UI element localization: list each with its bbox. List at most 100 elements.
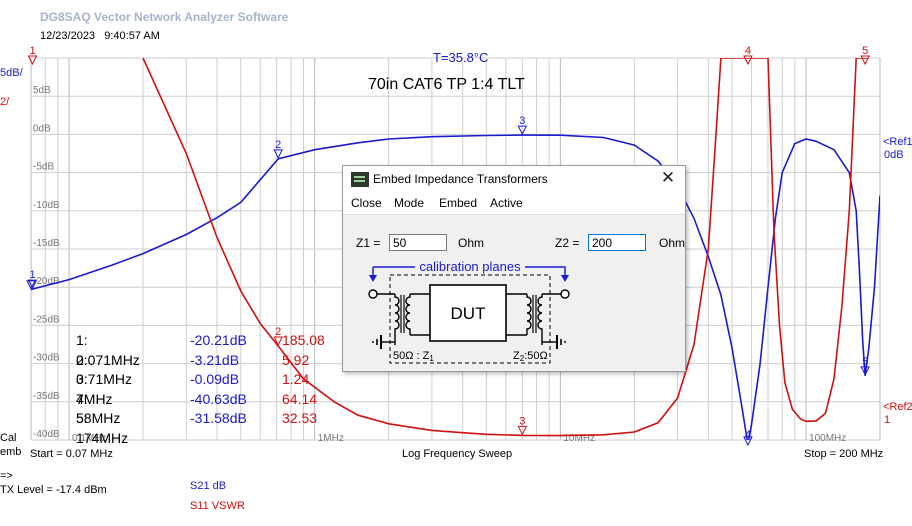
menu-active[interactable]: Active bbox=[490, 196, 523, 210]
time-text: 9:40:57 AM bbox=[104, 30, 160, 42]
marker-frequency: 2: 0.71MHz bbox=[76, 351, 133, 388]
y-tick-label: 0dB bbox=[33, 123, 51, 134]
right-port-icon bbox=[560, 289, 570, 299]
s21-marker-icon bbox=[860, 366, 870, 376]
menu-embed[interactable]: Embed bbox=[439, 196, 478, 210]
s11-marker-icon bbox=[517, 425, 528, 436]
cal-label: Cal bbox=[0, 432, 17, 444]
s11-marker-icon bbox=[27, 55, 38, 66]
calibration-box bbox=[389, 274, 551, 364]
legend-s11: S11 VSWR bbox=[190, 500, 245, 512]
date-text: 12/23/2023 bbox=[40, 30, 96, 42]
right-secondary-coil bbox=[537, 294, 543, 335]
dialog-menubar: Close Mode Embed Active bbox=[343, 192, 685, 215]
s11-marker-icon bbox=[273, 336, 283, 347]
s21-marker-icon bbox=[273, 149, 283, 159]
y-tick-label: -15dB bbox=[33, 238, 60, 249]
close-icon[interactable]: ✕ bbox=[660, 168, 676, 187]
marker-frequency: 1: 0.071MHz bbox=[76, 332, 140, 368]
marker-label: 3 bbox=[519, 415, 525, 427]
plot-title: 70in CAT6 TP 1:4 TLT bbox=[368, 76, 525, 93]
dut-label: DUT bbox=[451, 304, 486, 323]
app-icon bbox=[351, 172, 369, 187]
s21-marker-icon bbox=[517, 125, 528, 136]
marker-frequency: 5: 174MHz bbox=[76, 410, 129, 446]
stop-frequency: Stop = 200 MHz bbox=[804, 448, 884, 460]
s21-scale-label: 5dB/ bbox=[0, 67, 23, 79]
y-tick-label: 5dB bbox=[33, 85, 51, 96]
legend-s21: S21 dB bbox=[190, 480, 227, 492]
marker-s11-value: 64.14 bbox=[282, 390, 318, 407]
marker-s21-value: -20.21dB bbox=[190, 332, 247, 348]
calibration-planes-label: calibration planes bbox=[419, 259, 521, 274]
marker-label: 5 bbox=[862, 356, 868, 368]
z2-input[interactable] bbox=[588, 234, 646, 251]
marker-label: 3 bbox=[519, 115, 525, 127]
z2-label: Z2 = bbox=[555, 236, 580, 250]
marker-label: 1 bbox=[29, 45, 35, 57]
menu-mode[interactable]: Mode bbox=[394, 196, 425, 210]
y-tick-label: -10dB bbox=[33, 200, 60, 211]
s11-trace bbox=[142, 58, 869, 437]
right-plane-arrowhead bbox=[561, 275, 569, 282]
tx-level: TX Level = -17.4 dBm bbox=[0, 484, 107, 496]
app-title: DG8SAQ Vector Network Analyzer Software bbox=[40, 10, 289, 24]
dialog-titlebar[interactable]: Embed Impedance Transformers ✕ bbox=[343, 166, 685, 192]
marker-label: 5 bbox=[862, 45, 868, 57]
z2-unit: Ohm bbox=[659, 236, 686, 250]
left-plane-arrowhead bbox=[369, 275, 377, 282]
marker-frequency: 4: 58MHz bbox=[76, 390, 121, 427]
y-tick-label: -30dB bbox=[33, 353, 60, 364]
right-ratio-label: Z2:50Ω bbox=[513, 350, 548, 363]
left-primary-coil bbox=[394, 294, 400, 335]
left-port-icon bbox=[368, 289, 378, 299]
temperature-readout: T=35.8°C bbox=[433, 50, 489, 65]
s11-marker-icon bbox=[860, 55, 870, 66]
z1-label: Z1 = bbox=[356, 236, 381, 250]
y-tick-label: -20dB bbox=[33, 276, 60, 287]
marker-s11-value: 32.53 bbox=[282, 410, 318, 426]
left-secondary-coil bbox=[405, 294, 411, 335]
s11-scale-label: 2/ bbox=[0, 96, 10, 108]
y-tick-label: -5dB bbox=[33, 162, 54, 173]
dialog-title: Embed Impedance Transformers bbox=[373, 172, 548, 186]
ref2-label: <Ref2 bbox=[883, 401, 912, 413]
y-tick-label: -40dB bbox=[33, 429, 60, 440]
dut-box bbox=[429, 284, 507, 342]
s21-marker-icon bbox=[743, 436, 753, 447]
ref1-label: <Ref1 bbox=[883, 136, 912, 148]
left-ratio-label: 50Ω : Z1 bbox=[393, 350, 434, 363]
y-tick-label: -35dB bbox=[33, 391, 60, 402]
timestamp: 12/23/2023 9:40:57 AM bbox=[40, 30, 160, 42]
ref1-value: 0dB bbox=[884, 149, 904, 161]
marker-label: 2 bbox=[275, 326, 281, 338]
marker-label: 4 bbox=[745, 429, 751, 441]
marker-s21-value: -3.21dB bbox=[190, 351, 240, 368]
marker-label: 1 bbox=[29, 269, 35, 281]
s11-marker-icon bbox=[743, 55, 753, 66]
z1-unit: Ohm bbox=[458, 236, 485, 250]
marker-s21-value: -40.63dB bbox=[190, 390, 247, 407]
x-tick-label: 100MHz bbox=[809, 433, 846, 444]
z1-input[interactable] bbox=[389, 234, 447, 251]
embed-transformers-dialog[interactable]: Embed Impedance Transformers ✕ Close Mod… bbox=[342, 165, 686, 372]
marker-s11-value: 185.08 bbox=[282, 332, 325, 348]
sweep-mode: Log Frequency Sweep bbox=[402, 448, 513, 460]
marker-s11-value: 5.92 bbox=[282, 351, 310, 368]
transformer-diagram: calibration planes DUT bbox=[368, 259, 570, 364]
marker-s11-value: 1.24 bbox=[282, 371, 310, 387]
menu-close[interactable]: Close bbox=[351, 196, 382, 210]
marker-label: 4 bbox=[745, 45, 751, 57]
marker-frequency: 3: 7MHz bbox=[76, 371, 113, 407]
right-primary-coil bbox=[526, 294, 532, 335]
marker-s21-value: -0.09dB bbox=[190, 371, 240, 387]
x-tick-label: 1MHz bbox=[318, 433, 344, 444]
arrow-indicator: => bbox=[0, 470, 13, 482]
ref2-value: 1 bbox=[884, 414, 891, 426]
x-tick-label: 0.1MHz bbox=[72, 433, 106, 444]
marker-s21-value: -31.58dB bbox=[190, 410, 247, 426]
s21-marker-icon bbox=[27, 279, 38, 290]
emb-label: emb bbox=[0, 446, 22, 458]
s21-start-marker bbox=[26, 280, 36, 290]
